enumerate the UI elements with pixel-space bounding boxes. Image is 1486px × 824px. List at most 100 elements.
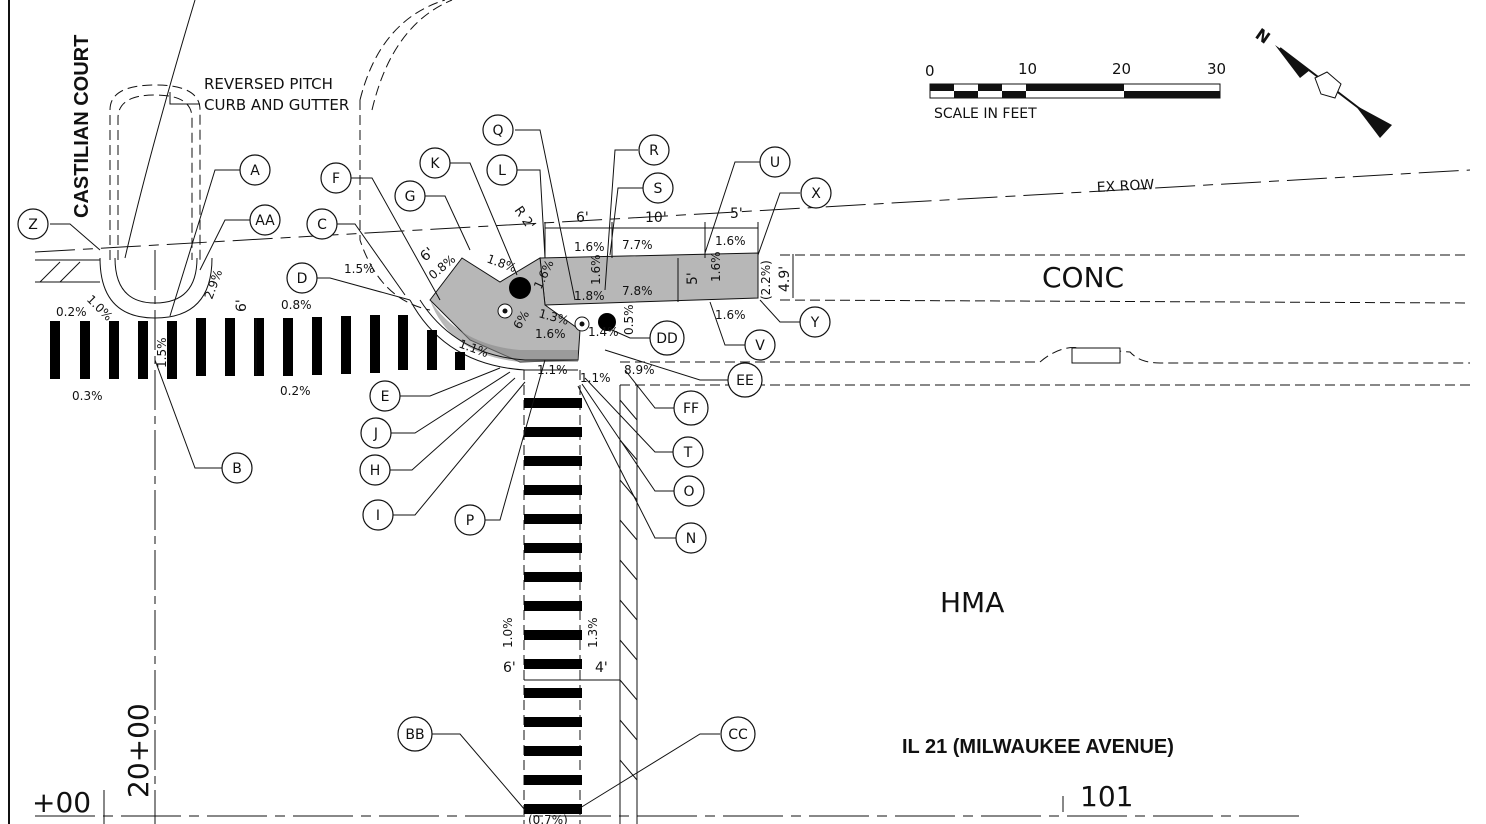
north-arrow-icon: N [1252,24,1392,138]
callout-J: J [360,417,392,449]
slope-label: (2.2%) [759,260,773,300]
callout-F: F [320,162,352,194]
dim-6ft-top: 6' [576,210,589,226]
callout-N: N [675,522,707,554]
svg-text:K: K [430,156,440,172]
slope-label: 7.7% [622,238,653,252]
callout-I: I [362,499,394,531]
slope-label: 1.6% [589,255,603,286]
svg-text:X: X [811,186,821,202]
radius-arc-dashed-2 [371,0,453,111]
callout-X: X [800,177,832,209]
scale-tick-0: 0 [925,62,935,80]
slope-label: 1.6% [574,240,605,254]
slope-label: 1.0% [84,292,115,323]
castilian-curb-dashed-2 [117,94,193,260]
callout-Q: Q [482,114,514,146]
slope-label: 1.6% [535,327,566,341]
svg-text:E: E [381,389,390,405]
scale-caption: SCALE IN FEET [934,106,1037,122]
curb-hatching [619,399,638,781]
callout-H: H [359,454,391,486]
svg-text:G: G [405,189,416,205]
cul-de-sac-gutter [114,257,198,304]
curb-note-1: REVERSED PITCH [204,75,333,93]
callout-P: P [454,504,486,536]
radius-arc-dashed [359,0,446,101]
svg-text:B: B [232,461,242,477]
dim-radius: R 2' [511,204,538,233]
row-line [34,169,1471,253]
slope-label: 1.0% [501,618,515,649]
slope-label: 2.9% [202,268,226,301]
svg-text:N: N [1252,24,1274,47]
dim-5ft-side: 5' [685,272,701,285]
curb-line-inner [419,299,578,361]
callout-EE: EE [727,362,763,398]
dim-5ft-top: 5' [730,206,743,222]
callout-V: V [744,329,776,361]
dim-10ft: 10' [645,210,667,226]
slope-label: 8.9% [624,363,655,377]
station-vertical: 20+00 [122,703,155,798]
slope-label: 1.6% [715,234,746,248]
hatch [39,261,61,283]
slope-label: 0.8% [281,298,312,312]
callout-U: U [759,146,791,178]
slope-label: 1.4% [588,325,619,339]
dim-6ft-curb: 6' [234,299,250,312]
hma-label: HMA [940,586,1004,619]
slope-label: 1.5% [344,262,375,276]
slope-label: 1.8% [574,289,605,303]
slope-label: 1.1% [537,363,568,377]
curb-note-2: CURB AND GUTTER [204,96,349,114]
slope-label: 7.8% [622,284,653,298]
slope-label: 1.3% [586,618,600,649]
svg-text:T: T [683,445,693,461]
svg-text:C: C [317,217,327,233]
slope-label: 0.3% [72,389,103,403]
cul-de-sac-curb [99,257,213,319]
main-street-name: IL 21 (MILWAUKEE AVENUE) [902,736,1174,758]
svg-text:S: S [654,181,663,197]
svg-text:D: D [297,271,308,287]
callout-K: K [419,147,451,179]
svg-text:Q: Q [492,123,503,139]
svg-text:O: O [683,484,694,500]
callout-S: S [642,172,674,204]
svg-text:I: I [376,508,380,524]
svg-text:AA: AA [255,213,275,229]
svg-text:H: H [370,463,381,479]
drainage-inlet [1071,347,1121,364]
svg-text:P: P [466,513,474,529]
callout-DD: DD [649,320,685,356]
callout-AA: AA [249,204,281,236]
scale-bar [929,83,1221,99]
svg-text:U: U [770,155,780,171]
callout-FF: FF [673,390,709,426]
slope-label: 1.6% [709,252,723,283]
station-right: 101 [1080,780,1133,813]
scale-tick-20: 20 [1112,60,1131,78]
leader-lines [50,129,800,811]
svg-text:L: L [498,163,506,179]
push-button-pole [509,277,531,299]
callout-Y: Y [799,306,831,338]
scale-tick-30: 30 [1207,60,1226,78]
svg-text:Z: Z [28,217,38,233]
slope-label: (0.7%) [528,813,568,824]
svg-text:CC: CC [728,727,748,743]
svg-text:BB: BB [405,727,424,743]
dim-6ft-ramp: 6' [417,245,437,265]
slope-label: 0.5% [622,305,636,336]
side-road-curve [124,0,196,259]
callout-R: R [638,134,670,166]
castilian-curb-dashed [109,84,201,260]
callout-O: O [673,475,705,507]
dim-6ft-crosswalk: 6' [503,660,516,676]
callout-Z: Z [17,208,49,240]
svg-text:J: J [373,426,378,442]
svg-text:Y: Y [810,315,820,331]
callout-C: C [306,208,338,240]
callout-B: B [221,452,253,484]
